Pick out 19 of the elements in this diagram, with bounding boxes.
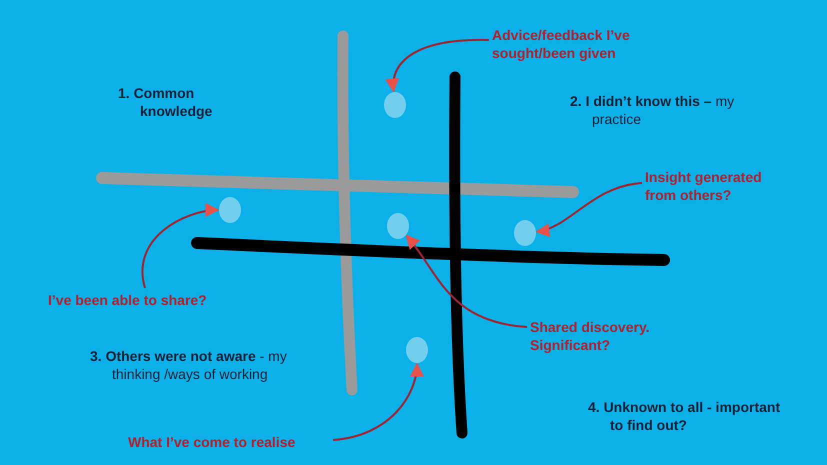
callout-text: Insight generated from others? (645, 168, 795, 204)
highlight-spot (406, 337, 428, 363)
leader-arrow (386, 39, 489, 92)
highlight-spot (219, 197, 241, 223)
highlight-spot (384, 92, 406, 118)
quadrant-label: 1. Common knowledge (118, 84, 214, 120)
quadrant-label: 2. I didn’t know this – my practice (570, 92, 736, 128)
callout-text: What I’ve come to realise (128, 433, 338, 451)
callout-text: I’ve been able to share? (48, 291, 248, 309)
callout-text: Shared discovery. Significant? (530, 318, 690, 354)
callout-text: Advice/feedback I’ve sought/been given (492, 26, 702, 62)
leader-arrow (406, 234, 528, 328)
highlight-spot (514, 220, 536, 246)
leader-arrow (536, 182, 642, 236)
quadrant-label: 3. Others were not aware - my thinking /ways of working (90, 347, 287, 383)
highlight-spot (387, 213, 409, 239)
quadrant-label: 4. Unknown to all - important to find out? (588, 398, 782, 434)
leader-arrow (332, 362, 424, 441)
leader-arrow (142, 204, 220, 288)
